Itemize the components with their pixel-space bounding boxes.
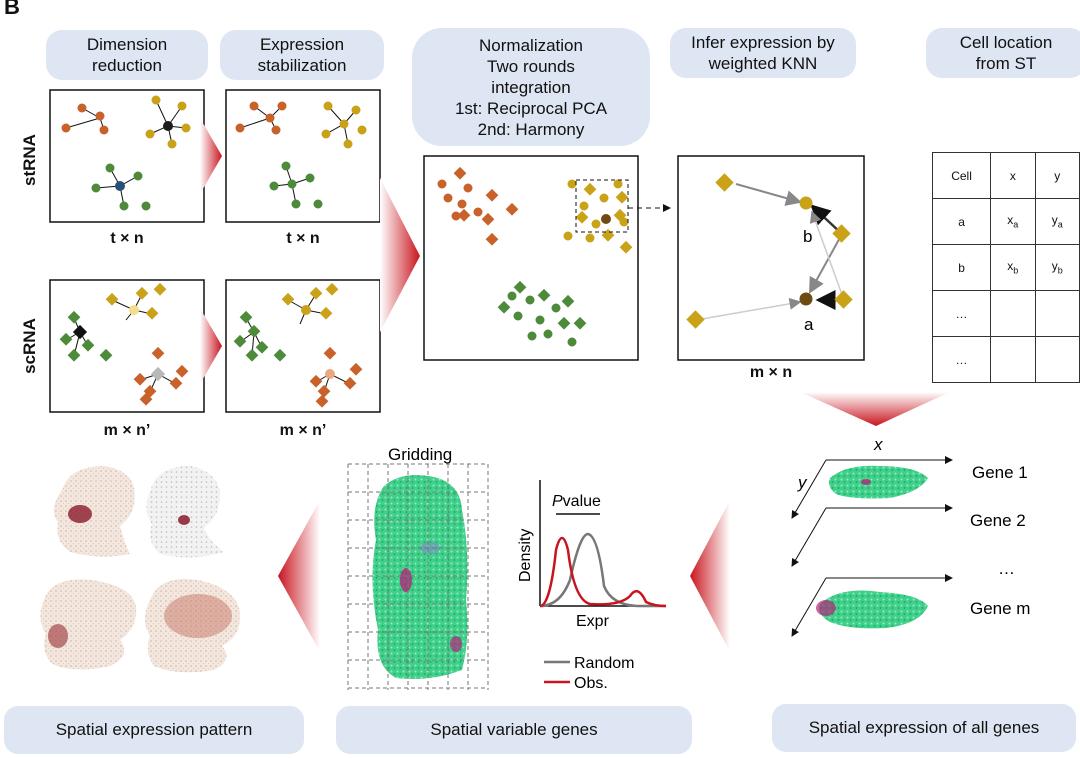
pill-expression-stabilization: Expression stabilization [220, 30, 384, 80]
cell-location-table: Cell x y a xa ya b xb yb … … [931, 152, 1080, 383]
table-row: … [931, 290, 1080, 337]
gene-stack [791, 456, 953, 637]
panel-letter: B [4, 0, 20, 19]
axis-x-label: x [873, 435, 883, 454]
density-plot [539, 480, 667, 684]
table-row: a xa ya [931, 198, 1080, 245]
box-integration [423, 155, 639, 361]
legend-random: Random [574, 655, 634, 672]
density-observed-curve [539, 536, 667, 608]
zoom-region [575, 179, 629, 233]
pill-dimension-reduction: Dimension reduction [46, 30, 208, 80]
gridding-panel [347, 463, 489, 690]
table-row: … [931, 336, 1080, 383]
knn-label-b: b [803, 227, 812, 246]
pill-spatial-all-genes: Spatial expression of all genes [772, 704, 1076, 752]
st-stab-clusters [235, 101, 367, 209]
box-sc-stab [225, 279, 381, 413]
dim-knn: m × n [749, 364, 793, 381]
gene-label-ellipsis: … [998, 559, 1015, 578]
bottom-diagram: Gridding Pvalue Density Expr Random Obs.… [40, 435, 1030, 692]
gridding-title: Gridding [388, 445, 452, 464]
knn-graph [686, 173, 853, 329]
pill-weighted-knn: Infer expression by weighted KNN [670, 28, 856, 78]
genem-tissue [819, 590, 928, 629]
sc-stab-clusters [233, 282, 363, 408]
red-arrow-st [200, 118, 222, 194]
pill-cell-location: Cell location from ST [926, 28, 1080, 78]
red-arrow-merge [380, 178, 420, 332]
pill-spatial-pattern: Spatial expression pattern [4, 706, 304, 754]
knn-label-a: a [804, 315, 814, 334]
red-arrow-genes-to-svg [690, 500, 730, 652]
red-arrow-down [800, 392, 950, 426]
dim-st-dimred: t × n [110, 230, 144, 247]
red-arrow-svg-to-pattern [278, 500, 320, 652]
density-pvalue: Pvalue [552, 493, 601, 510]
pill-normalization: Normalization Two rounds integration 1st… [412, 28, 650, 146]
box-st-stab [225, 89, 381, 223]
legend-observed: Obs. [574, 675, 608, 692]
top-diagram: b a [49, 89, 950, 426]
table-header-y: y [1034, 152, 1080, 199]
tissue-pattern-1 [53, 466, 135, 557]
dim-sc-dimred: m × n’ [103, 422, 151, 439]
axis-y-label: y [797, 473, 808, 492]
dim-st-stab: t × n [286, 230, 320, 247]
gene-label-m: Gene m [970, 599, 1030, 618]
box-knn [677, 155, 865, 361]
st-dimred-clusters [61, 95, 191, 211]
box-sc-dimred [49, 279, 205, 413]
table-header-cell: Cell [931, 152, 992, 199]
table-row: b xb yb [931, 244, 1080, 291]
gene-label-1: Gene 1 [972, 463, 1028, 482]
tissue-pattern-2 [146, 466, 224, 558]
density-ylabel: Density [517, 529, 534, 582]
dim-sc-stab: m × n’ [279, 422, 327, 439]
gene1-tissue [828, 465, 928, 499]
integration-points [437, 166, 633, 347]
tissue-pattern-4 [145, 578, 241, 673]
table-header-x: x [990, 152, 1036, 199]
density-random-curve [539, 532, 666, 608]
pill-spatial-variable-genes: Spatial variable genes [336, 706, 692, 754]
density-xlabel: Expr [576, 613, 610, 630]
red-arrow-sc [200, 308, 222, 384]
sc-dimred-clusters [59, 282, 189, 406]
tissue-pattern-3 [40, 579, 137, 670]
gene-label-2: Gene 2 [970, 511, 1026, 530]
